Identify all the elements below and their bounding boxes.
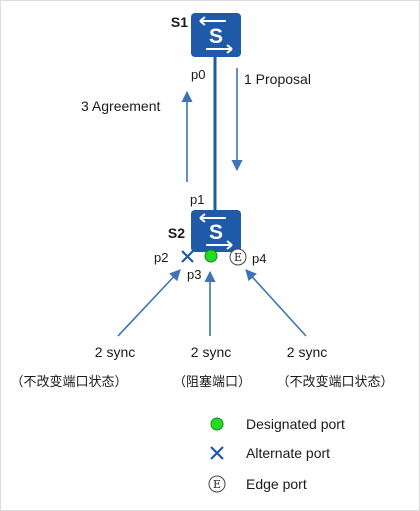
port-label-p0: p0 [191,67,205,82]
switch-s2-label: S2 [168,225,185,241]
switch-s2-arrow-bottom [206,240,233,250]
switch-s1-label: S1 [171,14,188,30]
switch-s1-arrow-bottom [206,44,233,54]
note-mid: （阻塞端口） [173,374,251,390]
sync-arrow-left [117,269,181,337]
switch-s2-arrow-top [199,213,226,223]
edge-port-e-letter: E [234,251,242,264]
port-label-p3: p3 [187,267,201,282]
sync-label-right: 2 sync [287,344,327,360]
agreement-label: 3 Agreement [81,98,160,114]
legend-label-alternate: Alternate port [246,445,330,461]
legend-circled-e-icon [208,475,226,493]
switch-s2: S [191,210,241,252]
sync-arrow-right [245,269,307,337]
legend-label-designated: Designated port [246,416,345,432]
legend-green-dot-icon [210,417,224,431]
alternate-port-x-icon [181,250,194,263]
legend-circled-e-letter: E [213,478,221,491]
designated-port-dot-icon [204,249,218,263]
port-label-p1: p1 [190,192,204,207]
port-label-p2: p2 [154,250,168,265]
switch-s2-glyph: S [209,221,223,244]
switch-s1: S [191,13,241,57]
sync-label-mid: 2 sync [191,344,231,360]
sync-label-left: 2 sync [95,344,135,360]
switch-s1-arrow-top [199,16,226,26]
port-label-p4: p4 [252,251,266,266]
edge-port-e-icon [229,248,247,266]
note-right: （不改变端口状态） [276,374,393,390]
legend-blue-x-icon [210,446,224,460]
switch-s1-glyph: S [209,25,223,48]
legend-label-edge: Edge port [246,476,307,492]
note-left: （不改变端口状态） [10,374,127,390]
legend: Designated port Alternate port E Edge po… [208,416,345,493]
proposal-label: 1 Proposal [244,71,311,87]
